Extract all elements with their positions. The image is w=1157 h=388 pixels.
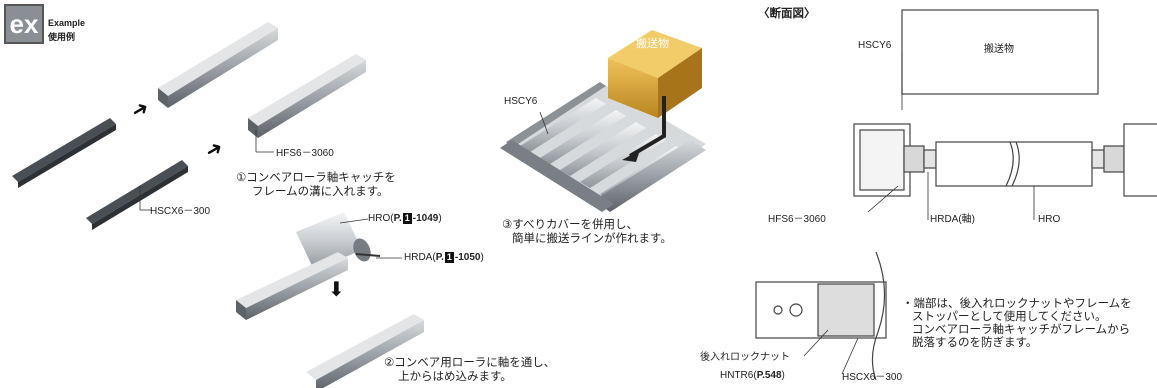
caption-step2-line1: ②コンベア用ローラに軸を通し、 bbox=[384, 357, 556, 369]
sec-label-locknut: 後入れロックナット bbox=[700, 352, 790, 363]
label-hscx6: HSCX6－300 bbox=[150, 206, 211, 217]
sec-label-hfs6: HFS6－3060 bbox=[768, 214, 826, 225]
roller-hro bbox=[296, 212, 381, 270]
badge-title: Example bbox=[48, 18, 86, 28]
label-cargo: 搬送物 bbox=[636, 38, 669, 50]
caption-step1-line2: フレームの溝に入れます。 bbox=[252, 186, 389, 198]
example-badge: ex Example 使用例 bbox=[4, 4, 85, 44]
sec-label-hscy6: HSCY6 bbox=[858, 40, 892, 51]
note-line1: ・端部は、後入れロックナットやフレームを bbox=[902, 298, 1132, 310]
label-hrda: HRDA(P.1-1050) bbox=[404, 252, 484, 263]
label-hro: HRO(P.1-1049) bbox=[368, 213, 442, 224]
shaft-catch-hscx6 bbox=[86, 160, 188, 230]
sec-label-hntr6: HNTR6(P.548) bbox=[720, 370, 785, 381]
conveyor-assembly bbox=[500, 82, 706, 212]
sec-label-hrda: HRDA(軸) bbox=[930, 214, 975, 225]
label-hscy6: HSCY6 bbox=[504, 96, 538, 107]
frame-rail-top bbox=[158, 22, 278, 108]
sec-label-cargo: 搬送物 bbox=[984, 44, 1014, 55]
caption-step2-line2: 上からはめ込みます。 bbox=[398, 371, 512, 383]
section-label: 〈断面図〉 bbox=[758, 8, 816, 20]
shaft-catch-left bbox=[12, 118, 116, 188]
badge-subtitle: 使用例 bbox=[48, 32, 76, 42]
sec-label-hro: HRO bbox=[1038, 214, 1061, 225]
label-hfs6: HFS6－3060 bbox=[276, 148, 334, 159]
cargo-arrow-icon bbox=[628, 96, 666, 158]
leader-lines bbox=[139, 52, 1035, 375]
section-diagram bbox=[755, 9, 1157, 381]
cargo-box bbox=[608, 30, 702, 118]
note-line2: ストッパーとして使用してください。 bbox=[912, 311, 1107, 323]
frame-rail-hfs6 bbox=[248, 54, 366, 138]
ex-logo-icon: ex bbox=[4, 4, 44, 44]
frame-rail-step2-upper bbox=[236, 252, 348, 320]
frame-rail-step2-lower bbox=[306, 314, 424, 388]
caption-step3-line2: 簡単に搬送ラインが作れます。 bbox=[512, 233, 672, 245]
sec-label-hscx6: HSCX6－300 bbox=[842, 372, 903, 383]
caption-step1-line1: ①コンベアローラ軸キャッチを bbox=[236, 172, 396, 184]
arrow-down-icon: ⬇ bbox=[328, 279, 345, 301]
caption-step3-line1: ③すべりカバーを併用し、 bbox=[502, 219, 639, 231]
note-line3: コンベアローラ軸キャッチがフレームから bbox=[912, 324, 1131, 336]
note-line4: 脱落するのを防ぎます。 bbox=[912, 337, 1038, 349]
cargo-arrowhead-icon bbox=[622, 150, 640, 162]
